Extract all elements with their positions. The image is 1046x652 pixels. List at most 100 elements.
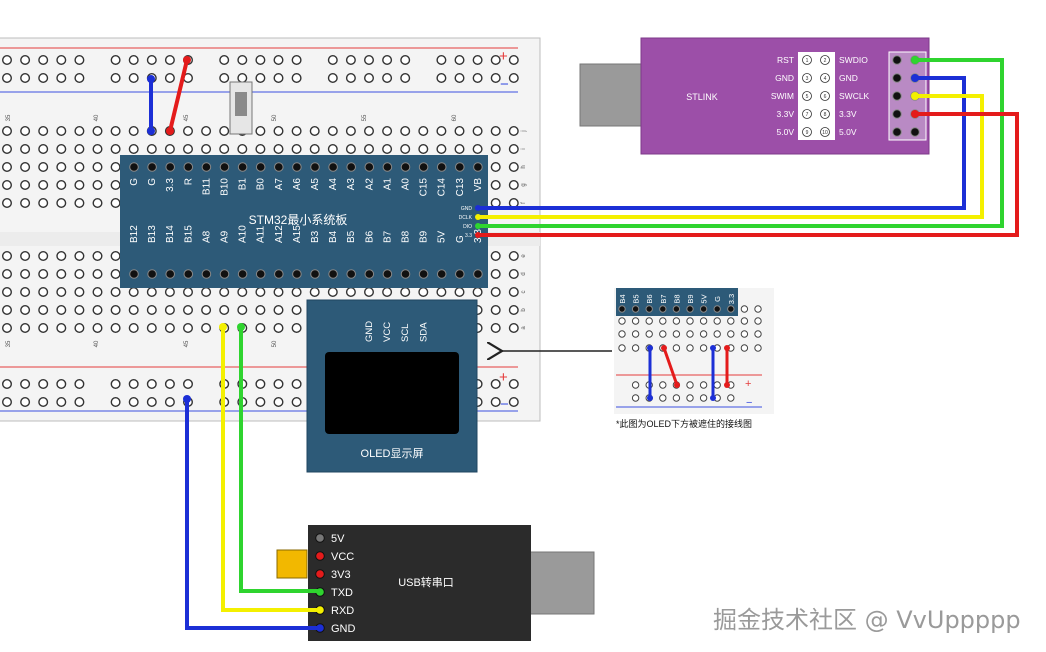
breadboard-hole xyxy=(291,323,302,334)
breadboard-hole xyxy=(490,269,501,280)
oled-pin-label: VCC xyxy=(382,322,393,342)
swd-pin-label: 3.3 xyxy=(465,233,472,239)
breadboard-hole xyxy=(56,250,67,261)
inset-hole xyxy=(754,317,762,325)
stlink-pin-even xyxy=(820,127,830,137)
inset-pin-hole xyxy=(699,305,708,313)
stm32-pin-hole xyxy=(473,162,483,172)
breadboard-hole xyxy=(1,197,13,208)
wire-yellow-swclk xyxy=(478,94,984,219)
stm32-pin-hole xyxy=(183,162,194,172)
rail-hole xyxy=(472,55,483,66)
rail-hole xyxy=(110,55,121,66)
stm32-pin-hole xyxy=(418,162,429,172)
breadboard-hole xyxy=(490,305,501,316)
rail-hole xyxy=(273,397,284,408)
inset-hole xyxy=(699,317,708,325)
inset-rail-minus: − xyxy=(746,397,752,409)
rail-hole xyxy=(255,379,266,390)
inset-hole xyxy=(699,344,708,352)
breadboard-hole xyxy=(1,179,13,190)
stlink-pin-number: 8 xyxy=(824,112,827,118)
stm32-pin-hole xyxy=(147,162,157,172)
breadboard-hole xyxy=(400,125,411,136)
breadboard-hole xyxy=(182,287,193,298)
stm32-pin-hole xyxy=(382,269,393,279)
inset-rail-hole xyxy=(631,381,640,389)
rail-hole xyxy=(74,379,85,390)
stm32-pin-hole xyxy=(418,269,429,279)
stlink-pin-even xyxy=(820,73,830,83)
breadboard-hole xyxy=(110,305,121,316)
rail-hole xyxy=(164,55,175,66)
stm32-pin-label: B11 xyxy=(201,178,212,195)
stlink-left-pin-label: GND xyxy=(775,73,794,83)
rail-plus-top: + xyxy=(499,48,508,65)
rail-hole xyxy=(128,72,139,83)
breadboard-hole xyxy=(1,161,13,172)
rail-hole xyxy=(508,55,519,66)
column-number: 50 xyxy=(272,340,278,347)
stm32-pin-hole xyxy=(436,162,447,172)
inset-rail-hole xyxy=(672,394,681,402)
stm32-pin-hole xyxy=(183,269,194,279)
rail-hole xyxy=(364,72,375,83)
breadboard-hole xyxy=(472,287,483,298)
inset-hole xyxy=(699,330,708,338)
rail-hole xyxy=(490,397,501,408)
breadboard-hole xyxy=(146,287,157,298)
stm32-pin-label: VB xyxy=(473,178,484,192)
breadboard-hole xyxy=(74,143,85,154)
breadboard-hole xyxy=(345,143,356,154)
inset-pin-hole xyxy=(618,305,626,313)
rail-hole xyxy=(74,72,85,83)
breadboard-hole xyxy=(309,143,320,154)
stm32-pin-label: A0 xyxy=(401,178,412,191)
swd-pin-label: DCLK xyxy=(459,215,473,221)
rail-hole xyxy=(508,379,519,390)
rail-hole xyxy=(56,397,67,408)
rail-hole xyxy=(508,72,519,83)
inset-pin-label: B5 xyxy=(632,294,641,303)
breadboard-hole xyxy=(20,269,31,280)
breadboard-hole xyxy=(508,179,519,190)
stm32-pin-hole xyxy=(129,162,139,172)
breadboard-hole xyxy=(237,305,248,316)
usb-serial-label: USB转串口 xyxy=(398,575,454,589)
breadboard-hole xyxy=(20,143,31,154)
breadboard-hole xyxy=(508,250,519,261)
column-number: 60 xyxy=(452,114,458,121)
breadboard-hole xyxy=(20,179,31,190)
breadboard-hole xyxy=(436,125,447,136)
inset-hole xyxy=(754,305,762,313)
stm32-pin-hole xyxy=(201,162,212,172)
breadboard-hole xyxy=(92,323,103,334)
oled-pin-label: SCL xyxy=(400,324,411,342)
inset-hole xyxy=(672,330,681,338)
stm32-pin-hole xyxy=(346,269,357,279)
stlink-pin-even xyxy=(820,91,830,101)
breadboard-hole xyxy=(164,143,175,154)
inset-pin-label: G xyxy=(713,296,722,302)
stm32-pin-hole xyxy=(219,269,230,279)
breadboard-hole xyxy=(273,125,284,136)
stm32-pin-label: A3 xyxy=(346,178,357,191)
inset-pin-label: 3.3 xyxy=(727,294,736,304)
inset-hole xyxy=(713,317,721,325)
breadboard-hole xyxy=(92,305,103,316)
stm32-pin-hole xyxy=(274,162,284,172)
breadboard-hole xyxy=(345,287,356,298)
breadboard-hole xyxy=(1,323,13,334)
stm32-pin-label: 3.3 xyxy=(165,178,176,192)
breadboard-hole xyxy=(490,250,501,261)
row-letter: a xyxy=(521,326,527,330)
rail-hole xyxy=(110,72,121,83)
breadboard-hole xyxy=(273,305,284,316)
wire-yellow-rxd xyxy=(221,327,320,612)
stlink-pin-number: 9 xyxy=(806,130,809,136)
breadboard-hole xyxy=(110,161,121,172)
inset-pin-label: B4 xyxy=(618,294,627,303)
usb-serial-pin-label: 5V xyxy=(331,533,345,545)
